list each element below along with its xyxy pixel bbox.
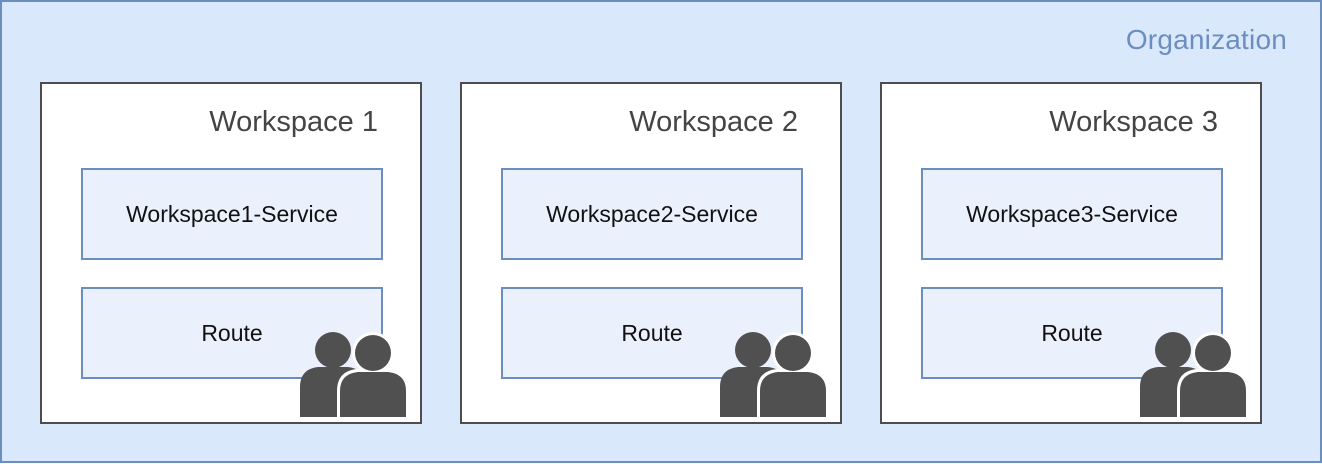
users-icon [1140,332,1249,419]
users-icon [720,332,829,419]
users-icon [300,332,409,419]
workspace-service-box: Workspace3-Service [921,168,1223,260]
workspace-service-label: Workspace3-Service [966,200,1178,227]
workspace-title: Workspace 1 [209,106,378,138]
workspace-service-box: Workspace1-Service [81,168,383,260]
route-label: Route [621,319,683,346]
workspace-1: Workspace 1 Workspace1-Service Route [40,82,422,424]
route-label: Route [201,319,263,346]
workspace-service-label: Workspace1-Service [126,200,338,227]
workspace-title: Workspace 2 [629,106,798,138]
workspace-service-label: Workspace2-Service [546,200,758,227]
workspace-title: Workspace 3 [1049,106,1218,138]
route-label: Route [1041,319,1103,346]
workspace-3: Workspace 3 Workspace3-Service Route [880,82,1262,424]
workspace-service-box: Workspace2-Service [501,168,803,260]
workspace-2: Workspace 2 Workspace2-Service Route [460,82,842,424]
organization-label: Organization [1125,24,1287,55]
